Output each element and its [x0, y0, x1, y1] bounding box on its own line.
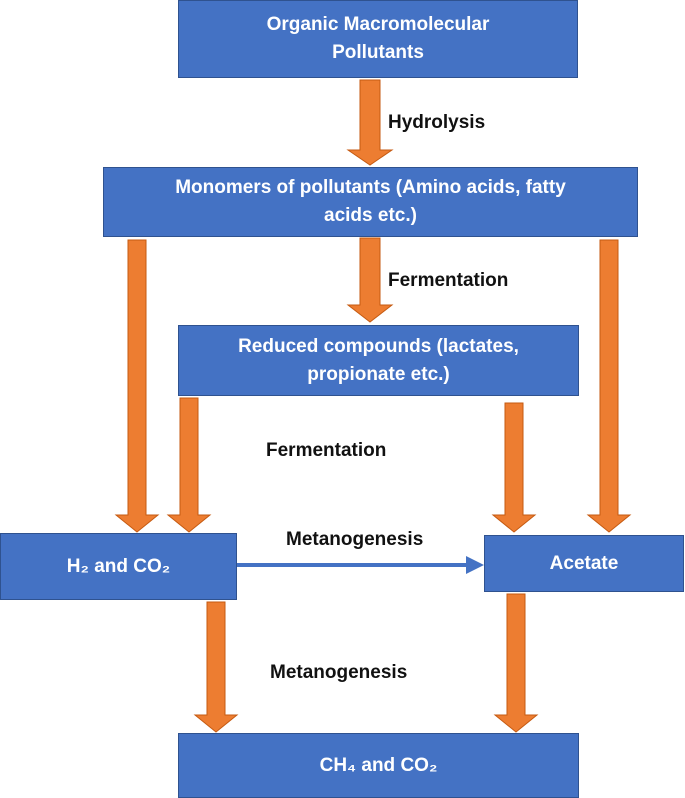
arrow-hydrolysis	[346, 79, 394, 166]
node-ch4-text: CH₄ and CO₂	[319, 754, 438, 776]
node-monomers: Monomers of pollutants (Amino acids, fat…	[103, 167, 638, 237]
arrow-monomers-to-h2	[114, 239, 160, 533]
node-reduced-line2: propionate etc.)	[307, 363, 450, 385]
node-acetate: Acetate	[484, 535, 684, 592]
label-fermentation-2: Fermentation	[266, 440, 387, 461]
node-monomers-line1: Monomers of pollutants (Amino acids, fat…	[175, 177, 566, 198]
node-organic-macromolecular-pollutants: Organic Macromolecular Pollutants	[178, 0, 578, 78]
connector-arrowhead	[466, 556, 484, 574]
node-reduced-line1: Reduced compounds (lactates,	[238, 335, 519, 357]
node-ch4-and-co2: CH₄ and CO₂	[178, 733, 579, 798]
arrow-monomers-to-acetate	[586, 239, 632, 533]
label-hydrolysis: Hydrolysis	[388, 112, 486, 133]
node-organic-line2: Pollutants	[332, 42, 424, 63]
node-h2-text: H₂ and CO₂	[66, 555, 171, 577]
arrow-h2-to-ch4	[193, 601, 239, 733]
node-organic-line1: Organic Macromolecular	[266, 14, 490, 35]
label-metanogenesis-1: Metanogenesis	[286, 529, 424, 550]
node-h2-and-co2: H₂ and CO₂	[0, 533, 237, 600]
arrow-fermentation-to-reduced	[346, 237, 394, 323]
node-reduced-compounds: Reduced compounds (lactates, propionate …	[178, 325, 579, 396]
node-monomers-line2: acids etc.)	[324, 205, 417, 226]
arrow-acetate-to-ch4	[493, 593, 539, 733]
node-acetate-text: Acetate	[549, 552, 619, 574]
arrow-reduced-to-h2	[166, 397, 212, 533]
label-metanogenesis-2: Metanogenesis	[270, 662, 408, 683]
label-fermentation-1: Fermentation	[388, 270, 509, 291]
arrow-reduced-to-acetate	[491, 402, 537, 533]
